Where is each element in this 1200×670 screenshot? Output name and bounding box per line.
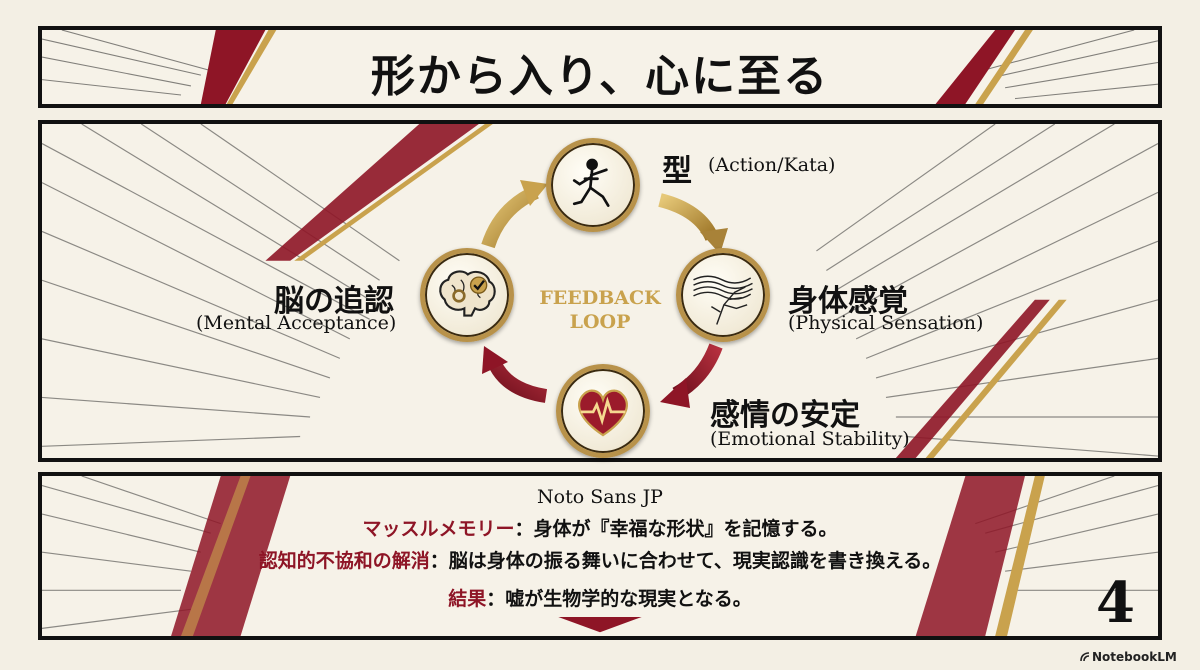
brain-label-jp: 脳の追認 — [274, 284, 394, 319]
nerve-waves-icon — [693, 275, 753, 325]
speed-lines-decoration — [42, 124, 1158, 458]
footer-text: ：嘘が生物学的な現実となる。 — [486, 588, 752, 610]
font-note: Noto Sans JP — [537, 486, 663, 508]
footer-line-dissonance: 認知的不協和の解消：脳は身体の振る舞いに合わせて、現実認識を書き換える。 — [0, 546, 1200, 573]
brain-check-icon — [439, 270, 496, 317]
page-number: 4 — [1096, 570, 1135, 636]
footer-line-result: 結果：嘘が生物学的な現実となる。 — [0, 584, 1200, 611]
feedback-label-line1: FEEDBACK — [539, 287, 661, 309]
footer-panel — [38, 472, 1162, 640]
page-title: 形から入り、心に至る — [370, 51, 830, 102]
footer-key: 結果 — [448, 588, 487, 610]
speed-lines-decoration — [42, 30, 1158, 104]
footer-text: ：脳は身体の振る舞いに合わせて、現実認識を書き換える。 — [429, 550, 942, 572]
footer-text: ：身体が『幸福な形状』を記憶する。 — [514, 518, 838, 540]
feedback-label-line2: LOOP — [569, 311, 631, 333]
brand-label: NotebookLM — [1092, 650, 1177, 664]
brain-label-en: (Mental Acceptance) — [196, 312, 397, 334]
emotion-node — [556, 364, 650, 458]
footer-key: 認知的不協和の解消 — [258, 550, 430, 572]
kata-label-jp: 型 — [662, 154, 692, 189]
sensation-node — [676, 248, 770, 342]
title-panel: 形から入り、心に至る — [38, 26, 1162, 108]
notebooklm-logo-icon — [1080, 652, 1090, 662]
kata-label-en: (Action/Kata) — [708, 154, 836, 176]
sensation-label-en: (Physical Sensation) — [788, 312, 984, 334]
footer-key: マッスルメモリー — [362, 518, 515, 540]
kata-node — [546, 138, 640, 232]
heart-pulse-icon — [578, 389, 628, 437]
sensation-label-jp: 身体感覚 — [788, 284, 908, 319]
feedback-loop-label: FEEDBACK LOOP — [520, 286, 680, 334]
brain-node — [420, 248, 514, 342]
speed-lines-decoration — [42, 476, 1158, 636]
karate-figure-icon — [572, 158, 610, 207]
footer-line-muscle-memory: マッスルメモリー：身体が『幸福な形状』を記憶する。 — [0, 514, 1200, 541]
emotion-label-jp: 感情の安定 — [710, 398, 860, 433]
emotion-label-en: (Emotional Stability) — [710, 428, 910, 450]
